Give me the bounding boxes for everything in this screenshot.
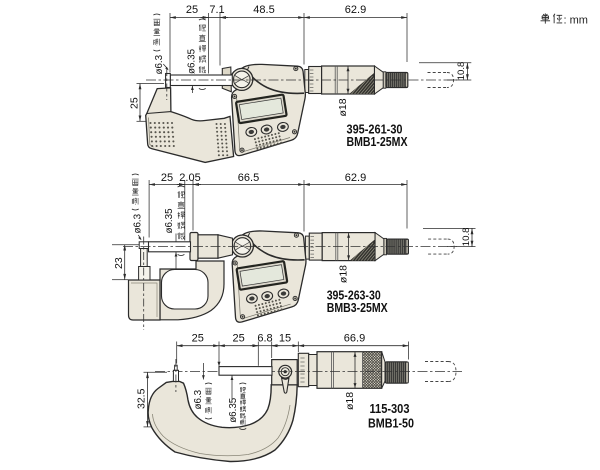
svg-text:48.5: 48.5 [253,4,274,16]
svg-text:2.05: 2.05 [179,172,200,184]
svg-text:62.9: 62.9 [345,172,366,184]
svg-text:ø6.35: ø6.35 [228,397,239,423]
svg-text:ø18: ø18 [337,265,349,283]
svg-text:10.8: 10.8 [456,62,467,81]
svg-text:ø6.35: ø6.35 [186,48,197,74]
svg-text:BMB1-50: BMB1-50 [368,415,414,430]
svg-text:BMB3-25MX: BMB3-25MX [327,300,388,315]
svg-text:395-263-30: 395-263-30 [327,288,381,303]
svg-text:ø6.3: ø6.3 [133,213,144,233]
svg-text:23: 23 [113,257,125,269]
svg-text:7.1: 7.1 [209,4,224,16]
svg-text:62.9: 62.9 [345,4,366,16]
svg-text:ø6.3: ø6.3 [154,54,165,74]
svg-text:395-261-30: 395-261-30 [347,122,403,137]
svg-text:66.9: 66.9 [344,333,365,345]
svg-text:25: 25 [161,172,173,184]
svg-text:ø18: ø18 [337,98,349,116]
svg-text:: mm: : mm [564,15,588,27]
svg-text:25: 25 [186,4,198,16]
svg-text:ø6.35: ø6.35 [164,208,175,234]
svg-text:25: 25 [232,333,244,345]
svg-text:10.8: 10.8 [461,228,472,247]
svg-text:115-303: 115-303 [370,401,410,416]
svg-text:25: 25 [192,333,204,345]
svg-text:25: 25 [128,97,140,109]
svg-text:32.5: 32.5 [136,388,148,409]
svg-text:66.5: 66.5 [238,172,259,184]
svg-text:BMB1-25MX: BMB1-25MX [347,134,408,149]
svg-text:6.8: 6.8 [257,333,272,345]
svg-text:ø18: ø18 [344,392,356,410]
svg-text:ø6.3: ø6.3 [193,389,204,409]
svg-text:15: 15 [279,333,291,345]
